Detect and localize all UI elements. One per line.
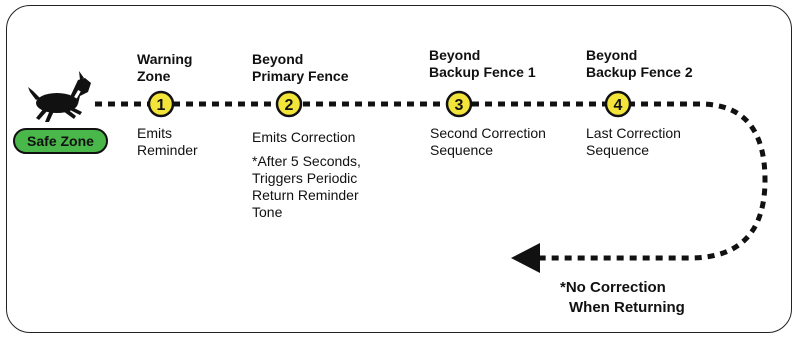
dog-icon	[28, 71, 91, 122]
stage-3-description: Second Correction Sequence	[430, 125, 546, 158]
stage-number: 1	[157, 97, 166, 114]
stage-2-title: Beyond Primary Fence	[252, 51, 349, 84]
stage-marker-1: 1	[147, 90, 175, 118]
stage-marker-2: 2	[275, 90, 303, 118]
stage-number: 4	[614, 97, 623, 114]
stage-1-description: Emits Reminder	[137, 125, 198, 158]
stage-2-note: *After 5 Seconds, Triggers Periodic Retu…	[252, 153, 361, 220]
stage-2-description: Emits Correction	[252, 129, 356, 145]
return-note-line-2: When Returning	[569, 299, 685, 316]
stage-4-title: Beyond Backup Fence 2	[586, 47, 693, 80]
stage-1-title: Warning Zone	[137, 51, 193, 84]
stage-4-description: Last Correction Sequence	[586, 125, 681, 158]
dotted-path	[95, 101, 768, 261]
safe-zone-badge: Safe Zone	[13, 128, 108, 154]
stage-3-title: Beyond Backup Fence 1	[429, 47, 536, 80]
return-note-line-1: *No Correction	[560, 279, 666, 296]
stage-marker-4: 4	[604, 90, 632, 118]
stage-number: 2	[285, 97, 294, 114]
stage-number: 3	[455, 97, 464, 114]
stage-marker-3: 3	[445, 90, 473, 118]
arrowhead-left-icon	[511, 243, 540, 273]
diagram-frame	[6, 5, 792, 333]
